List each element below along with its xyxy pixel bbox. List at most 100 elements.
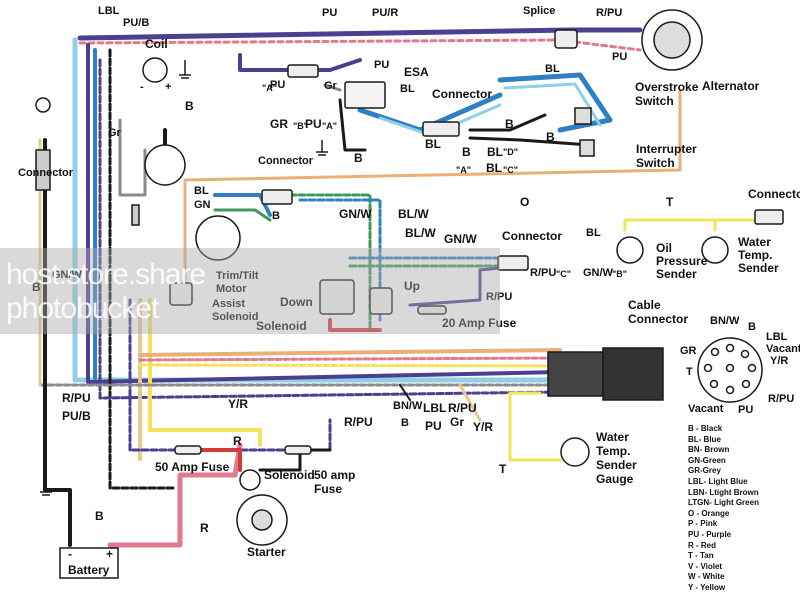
label-bl-d: BL	[487, 145, 503, 159]
label-c-conn3: "C"	[556, 269, 572, 279]
label-gauge: Water Temp. Sender Gauge	[596, 430, 637, 486]
label-minus: -	[140, 81, 144, 93]
label-vacant2: Vacant	[688, 403, 724, 415]
wire-yellow-sender	[623, 218, 762, 232]
label-solenoid-low: Solenoid	[264, 468, 315, 482]
label-y-r-mid: Y/R	[228, 397, 249, 411]
cable-connector-body	[547, 351, 604, 397]
label-t-top: T	[666, 195, 674, 209]
legend-item: LBN- Ltight Brown	[688, 487, 759, 497]
label-overstroke: Overstroke Switch	[635, 80, 699, 108]
label-b-pin: "B"	[293, 121, 309, 131]
label-b-battery: B	[95, 509, 104, 523]
label-pu-plug: PU	[738, 404, 754, 416]
label-gr-plug: GR	[680, 345, 697, 357]
label-bl-c: BL	[486, 161, 502, 175]
wire-bl-tilt	[213, 193, 272, 217]
label-center-bl: BL	[425, 137, 441, 151]
label-pu-r-top: PU/R	[372, 7, 399, 19]
assist-solenoid	[169, 282, 193, 306]
spark-plug	[131, 204, 140, 226]
label-r-starter: R	[200, 521, 209, 535]
wire-bl-alt1	[497, 72, 613, 133]
label-b-left: B	[32, 280, 41, 294]
wire-bundle-2	[138, 356, 562, 362]
label-gn-w-2: GN/W	[444, 232, 477, 246]
label-a-pin2: "A"	[322, 121, 338, 131]
label-c-pin: "C"	[503, 165, 519, 175]
wire-gn-w	[288, 193, 372, 332]
wire-lbl-outer	[72, 37, 563, 383]
label-r-pu-left: R/PU	[62, 391, 91, 405]
label-o: O	[520, 195, 530, 209]
label-b-bottom-esa: B	[354, 151, 363, 165]
label-b-bl-right1: B	[505, 117, 514, 131]
legend-item: GR-Grey	[688, 466, 721, 476]
water-temp-gauge	[560, 437, 590, 467]
label-r-pu-top: R/PU	[596, 7, 623, 19]
label-r-pu-plug: R/PU	[768, 393, 795, 405]
wire-red-fuse	[198, 448, 242, 472]
label-b-tilt: B	[272, 210, 280, 222]
wire-pu-left	[86, 43, 562, 384]
label-pu-b-top: PU/B	[123, 17, 150, 29]
oil-pressure-sender	[616, 236, 644, 264]
distributor-symbol	[144, 144, 186, 186]
label-oil-sender: Oil Pressure Sender	[656, 241, 708, 281]
label-water-temp-sender: Water Temp. Sender	[738, 235, 779, 275]
label-connector-left: Connector	[18, 167, 73, 179]
wire-orange-o	[183, 88, 682, 302]
label-bn-w-plug: BN/W	[710, 315, 740, 327]
label-fuse50b: 50 amp Fuse	[314, 468, 356, 496]
connector-3	[497, 255, 529, 271]
label-esa: ESA	[404, 65, 429, 79]
label-gn-w-conn3: GN/W	[583, 267, 613, 279]
wire-gr-coil	[118, 118, 147, 197]
label-down: Down	[280, 295, 313, 309]
label-d-pin: "D"	[503, 147, 519, 157]
legend-item: R - Red	[688, 540, 716, 550]
esa-connector	[287, 64, 319, 78]
label-a-pin3: "A"	[456, 165, 472, 175]
label-bn-w: BN/W	[393, 400, 423, 412]
label-connector-mid: Connector	[432, 87, 492, 101]
ground-top	[35, 97, 51, 113]
label-a-pin: "A"	[262, 83, 278, 93]
wire-r-pu-right	[408, 266, 502, 307]
wire-bl-w	[298, 198, 382, 322]
label-bl-conn3: BL	[586, 227, 601, 239]
overstroke-switch	[574, 107, 592, 125]
legend-item: Y - Yellow	[688, 582, 726, 592]
label-cable-connector: Cable Connector	[628, 298, 688, 326]
legend-item: B - Black	[688, 424, 723, 433]
label-trim-tilt: Trim/Tilt Motor	[216, 270, 259, 295]
label-y-r-lower: Y/R	[473, 420, 494, 434]
label-gn-w-left: GN/W	[52, 269, 82, 281]
label-pu-top: PU	[322, 7, 338, 19]
label-t-plug: T	[686, 366, 693, 378]
label-gr-esa: Gr	[324, 80, 337, 92]
fuse-50	[174, 445, 202, 455]
fuse-20	[417, 305, 447, 315]
label-pu-conn2: PU	[305, 117, 322, 131]
wire-tan-gauge	[508, 391, 562, 462]
label-r-pu-lower: R/PU	[344, 415, 373, 429]
fuse-50b	[284, 445, 312, 455]
label-plus: +	[165, 81, 172, 93]
label-coil: Coil	[145, 37, 168, 51]
label-r-pu-mid: R/PU	[486, 291, 513, 303]
label-bl-top: BL	[545, 63, 560, 75]
label-lbl-lower: LBL	[423, 401, 447, 415]
wire-bundle-3	[138, 363, 562, 368]
legend-item: PU - Purple	[688, 529, 732, 539]
label-assist: Assist Solenoid	[212, 298, 259, 323]
watermark-band	[0, 248, 500, 334]
wire-bundle-6	[458, 383, 482, 422]
connector-tilt	[261, 189, 293, 205]
label-bl-tilt: BL	[194, 185, 209, 197]
label-pu-conn: PU	[270, 79, 286, 91]
label-fuse50: 50 Amp Fuse	[155, 460, 230, 474]
label-splice: Splice	[523, 5, 556, 17]
